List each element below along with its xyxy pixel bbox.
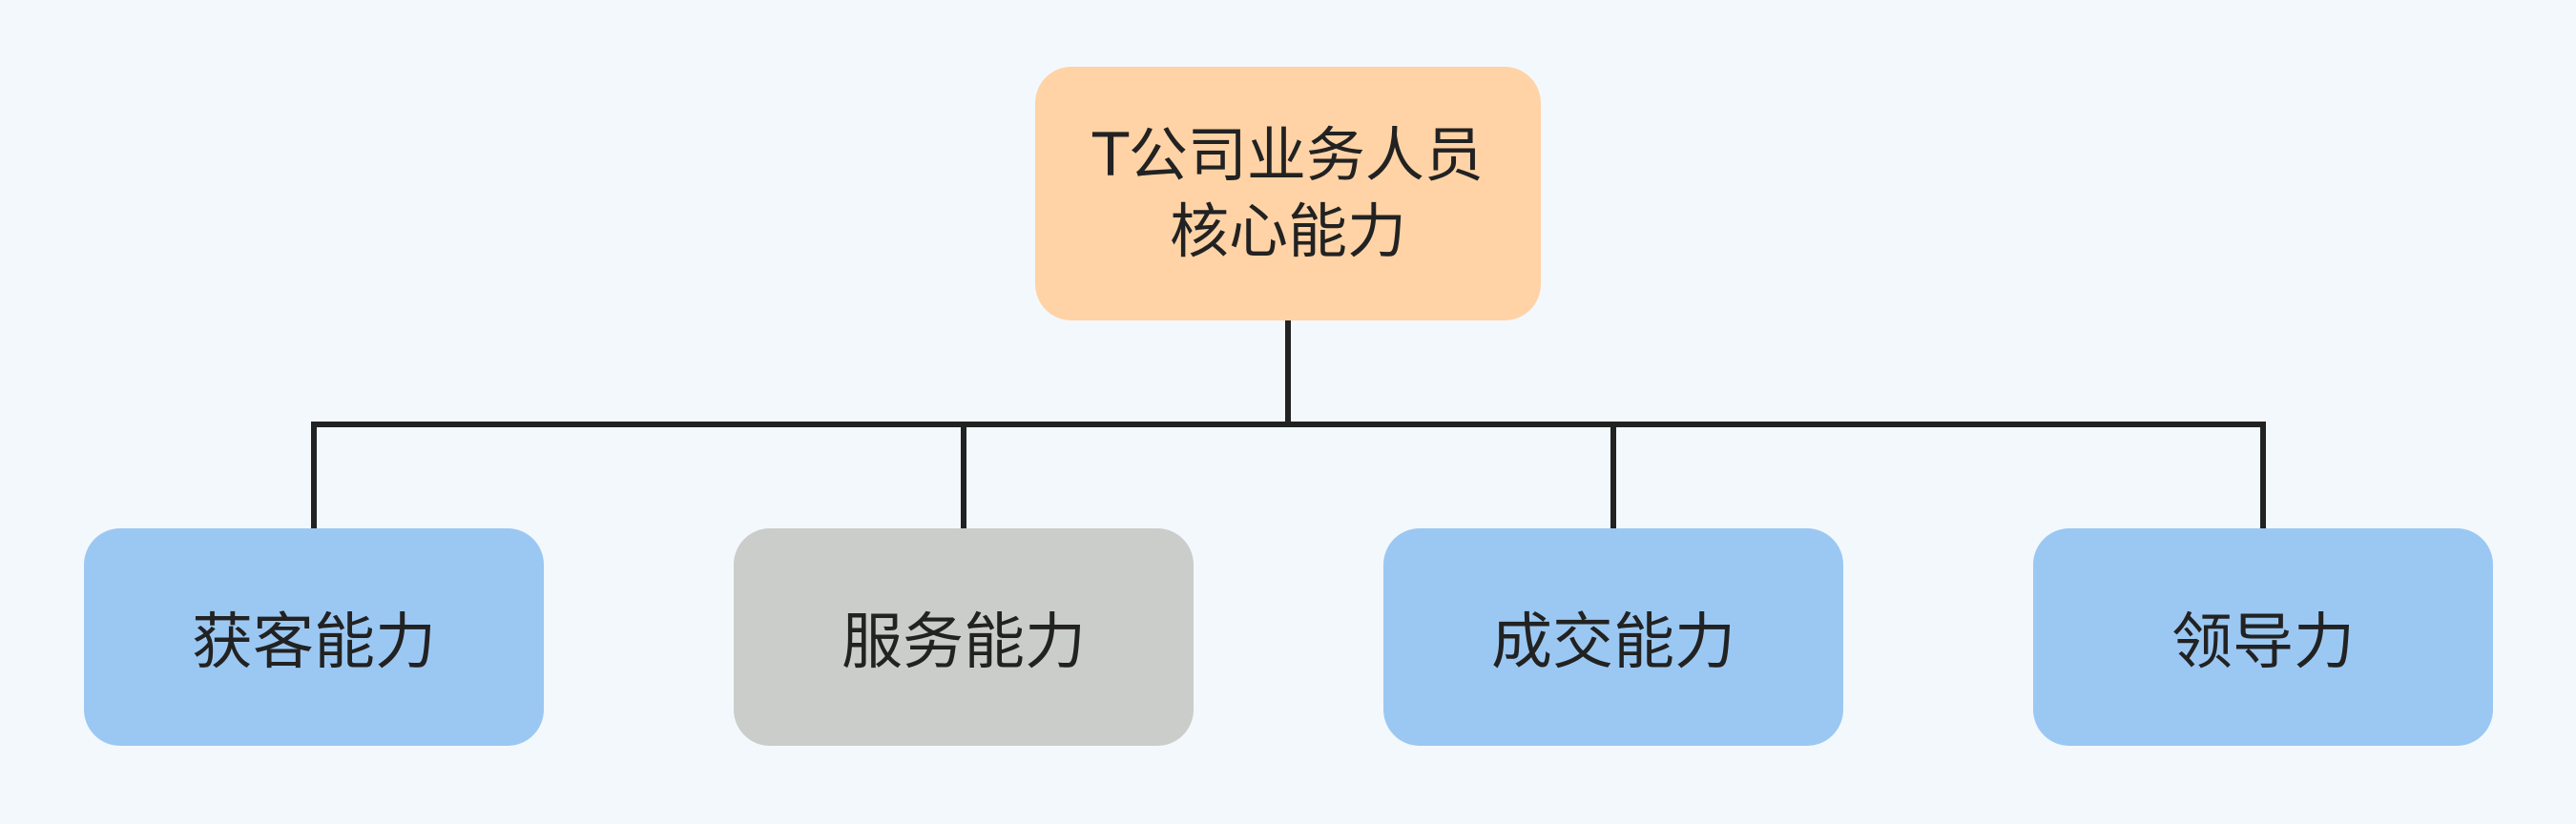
root-node: T公司业务人员核心能力 <box>1035 67 1541 320</box>
child-node-label: 成交能力 <box>1491 608 1735 678</box>
child-node-closing: 成交能力 <box>1383 528 1843 746</box>
root-node-label: T公司业务人员核心能力 <box>1092 120 1484 266</box>
child-node-service: 服务能力 <box>734 528 1194 746</box>
child-node-leadership: 领导力 <box>2033 528 2493 746</box>
child-node-label: 获客能力 <box>192 608 436 678</box>
child-node-customer-acquisition: 获客能力 <box>84 528 544 746</box>
child-node-label: 服务能力 <box>841 608 1086 678</box>
child-node-label: 领导力 <box>2171 608 2355 678</box>
